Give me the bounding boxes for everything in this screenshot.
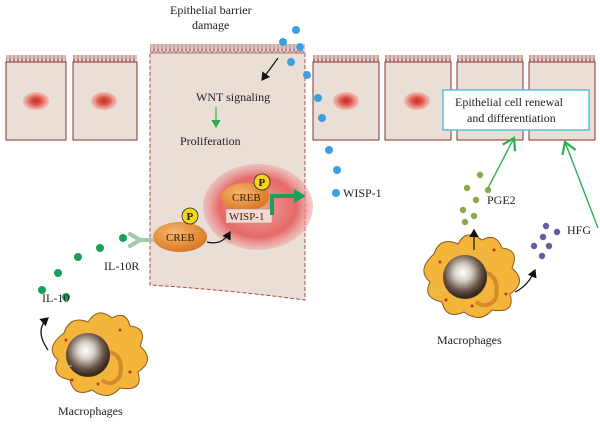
pge2-dots	[459, 171, 492, 226]
epithelial-cell-4	[312, 55, 380, 141]
macrophage-right-label: Macrophages	[437, 333, 502, 347]
phospho-badge-nuclear	[253, 173, 271, 191]
transcription-arrow	[270, 194, 296, 215]
pge2-label: PGE2	[487, 193, 516, 207]
renewal-text-line-1: Epithelial cell renewal	[455, 95, 564, 109]
wisp1-gene-label: WISP-1	[229, 211, 264, 223]
renewal-box	[442, 89, 590, 131]
wisp-to-wnt-arrow	[261, 57, 279, 81]
epithelial-cell-2	[72, 55, 138, 141]
epithelial-cell-5	[384, 55, 452, 141]
wisp1-legend-dot	[332, 189, 340, 197]
pge2-to-renewal-arrow	[487, 136, 517, 189]
proliferation-label: Proliferation	[180, 134, 241, 148]
transcription-arrowhead	[294, 189, 306, 203]
creb-cytoplasmic-bubble	[153, 222, 207, 252]
creb-nuclear-label: CREB	[232, 192, 261, 204]
hfg-dots	[530, 222, 561, 260]
wnt-signaling-label: WNT signaling	[196, 90, 270, 104]
wisp1-secreted-dots	[279, 26, 341, 197]
cell-nucleus-4	[333, 92, 359, 110]
il10-label: IL-10	[42, 291, 69, 305]
phospho-label-cytoplasmic: P	[187, 211, 194, 223]
title-line-1: Epithelial barrier	[170, 3, 252, 17]
hfg-to-renewal-arrow	[561, 140, 599, 229]
macrophage-right-nucleus	[443, 255, 487, 299]
wisp1-secreted-label: WISP-1	[343, 186, 382, 200]
creb-nuclear-bubble	[221, 183, 269, 211]
epithelial-cell-1	[5, 55, 67, 141]
macrophage-left-secretion-arrow	[39, 317, 49, 351]
hfg-label: HFG	[567, 223, 591, 237]
macrophage-left-nucleus	[66, 333, 110, 377]
macrophage-right	[423, 234, 520, 318]
il10r-receptor	[128, 232, 154, 248]
macrophage-left	[51, 312, 148, 396]
cell-nucleus-5	[404, 92, 430, 110]
creb-translocation-arrow	[206, 230, 231, 244]
cell-nucleus-1	[23, 92, 49, 110]
phospho-badge-cytoplasmic	[181, 207, 199, 225]
title-line-2: damage	[192, 18, 229, 32]
wisp1-gene-box	[225, 208, 273, 224]
il10-dots	[38, 234, 127, 301]
macrophage-left-label: Macrophages	[58, 404, 123, 418]
il10r-label: IL-10R	[104, 259, 139, 273]
renewal-text-line-2: and differentiation	[467, 111, 556, 125]
cell-nucleus-2	[91, 92, 117, 110]
phospho-label-nuclear: P	[259, 177, 266, 189]
macrophage-right-hfg-arrow	[514, 268, 537, 293]
creb-cytoplasmic-label: CREB	[166, 232, 195, 244]
